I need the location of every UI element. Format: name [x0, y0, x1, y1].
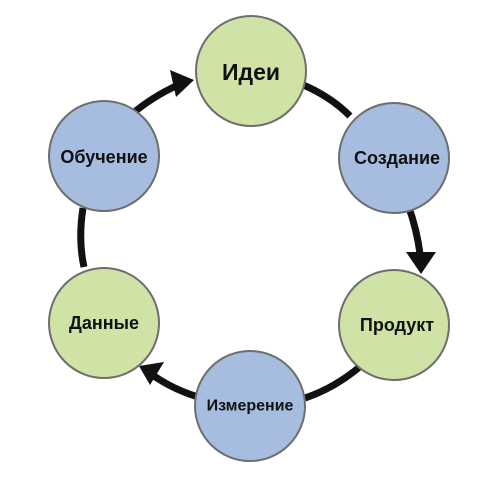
connector-ideas-to-build — [299, 80, 353, 119]
node-learn-circle — [48, 100, 160, 212]
node-ideas-label: Идеи — [222, 59, 280, 85]
node-product: Продукт — [338, 269, 450, 381]
node-data-circle — [48, 267, 160, 379]
node-data-label: Данные — [69, 313, 139, 333]
arrowhead-product — [406, 252, 436, 274]
node-build: Создание — [338, 102, 450, 214]
node-learn-label: Обучение — [60, 147, 147, 167]
connector-learn-to-ideas-arrow — [129, 81, 180, 117]
node-product-label: Продукт — [360, 315, 434, 335]
node-data: Данные — [48, 267, 160, 379]
connector-data-to-learn — [77, 207, 88, 268]
arrowhead-ideas — [170, 70, 194, 97]
node-ideas: Идеи — [195, 15, 307, 127]
node-measure-label: Измерение — [207, 398, 294, 415]
node-measure-circle — [194, 350, 306, 462]
node-build-circle — [338, 102, 450, 214]
connector-product-to-measure — [303, 362, 365, 402]
node-product-circle — [338, 269, 450, 381]
node-measure: Измерение — [194, 350, 306, 462]
node-ideas-circle — [195, 15, 307, 127]
connector-measure-to-data-arrow — [148, 371, 200, 401]
node-learn: Обучение — [48, 100, 160, 212]
arrowhead-data — [139, 362, 164, 385]
node-build-label: Создание — [354, 148, 440, 168]
